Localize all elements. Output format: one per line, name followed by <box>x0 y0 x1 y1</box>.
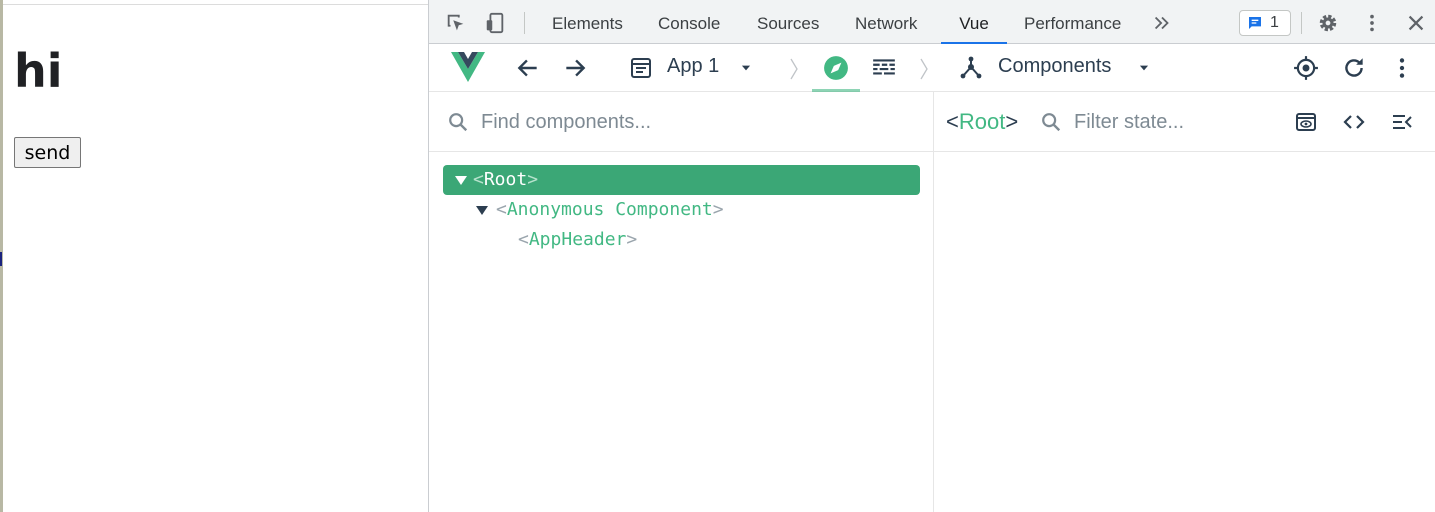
find-components-input[interactable] <box>481 109 911 135</box>
back-arrow-icon[interactable] <box>515 55 541 81</box>
tab-sources[interactable]: Sources <box>757 14 820 33</box>
toolbar-separator <box>524 12 525 34</box>
inspect-element-icon[interactable] <box>445 12 467 34</box>
page-preview: hi send <box>0 0 428 512</box>
tree-node-label: Anonymous Component <box>506 199 713 220</box>
page-heading: hi <box>14 44 63 98</box>
chevron-down-icon <box>1139 65 1149 71</box>
tree-node-anonymous-component[interactable]: <Anonymous Component> <box>476 195 724 225</box>
tab-elements[interactable]: Elements <box>552 14 623 33</box>
mode-selector[interactable]: Components <box>959 52 1159 84</box>
vue-toolbar: App 1 Components <box>429 44 1435 92</box>
refresh-icon[interactable] <box>1341 55 1367 81</box>
state-inspector-header: <Root> <box>934 92 1435 152</box>
more-options-icon[interactable] <box>1361 12 1383 34</box>
tab-performance[interactable]: Performance <box>1024 14 1122 33</box>
search-icon <box>449 113 468 132</box>
vue-logo-icon <box>451 52 485 82</box>
expand-caret-icon[interactable] <box>476 195 488 225</box>
top-divider <box>0 0 428 5</box>
active-tool-indicator <box>812 89 860 92</box>
target-select-icon[interactable] <box>1293 55 1319 81</box>
tree-node-label: Root <box>483 169 528 190</box>
app-selector[interactable]: App 1 <box>629 52 759 84</box>
message-icon <box>1249 17 1261 29</box>
components-tree-pane: <Root> <Anonymous Component> <AppHeader> <box>429 92 934 512</box>
search-icon <box>1042 113 1061 132</box>
more-tabs-icon[interactable] <box>1151 12 1173 34</box>
issues-button[interactable]: 1 <box>1239 10 1291 36</box>
compass-inspector-icon[interactable] <box>823 55 849 81</box>
devtools-tabbar: Elements Console Sources Network Vue Per… <box>429 0 1435 44</box>
send-button[interactable]: send <box>14 137 81 168</box>
timeline-icon[interactable] <box>871 55 897 81</box>
component-tree-icon <box>960 56 982 79</box>
expand-caret-icon[interactable] <box>455 165 467 195</box>
code-icon[interactable] <box>1342 110 1366 134</box>
selected-component-title: <Root> <box>946 109 1019 134</box>
toolbar-separator <box>1301 12 1302 34</box>
breadcrumb-separator-icon <box>790 58 798 80</box>
find-components-bar <box>429 92 933 152</box>
scroll-marker <box>0 252 2 266</box>
forward-arrow-icon[interactable] <box>562 55 588 81</box>
issues-count: 1 <box>1270 14 1279 31</box>
mode-selector-label: Components <box>998 55 1112 77</box>
tree-node-root[interactable]: <Root> <box>443 165 920 195</box>
tree-node-label: AppHeader <box>528 229 627 250</box>
filter-state-input[interactable] <box>1074 109 1274 135</box>
more-options-icon[interactable] <box>1389 55 1415 81</box>
chevron-down-icon <box>741 65 751 71</box>
breadcrumb-separator-icon <box>920 58 928 80</box>
close-icon[interactable] <box>1405 12 1427 34</box>
tree-node-appheader[interactable]: <AppHeader> <box>518 229 638 250</box>
tab-network[interactable]: Network <box>855 14 918 33</box>
collapse-all-icon[interactable] <box>1390 110 1414 134</box>
state-inspector-pane: <Root> <box>934 92 1435 512</box>
devtools-panel: Elements Console Sources Network Vue Per… <box>428 0 1435 512</box>
app-selector-label: App 1 <box>667 55 720 77</box>
tab-console[interactable]: Console <box>658 14 721 33</box>
device-toolbar-icon[interactable] <box>484 12 506 34</box>
settings-gear-icon[interactable] <box>1317 12 1339 34</box>
scroll-to-component-icon[interactable] <box>1294 110 1318 134</box>
app-window-icon <box>631 58 651 78</box>
tab-vue[interactable]: Vue <box>941 0 1007 44</box>
